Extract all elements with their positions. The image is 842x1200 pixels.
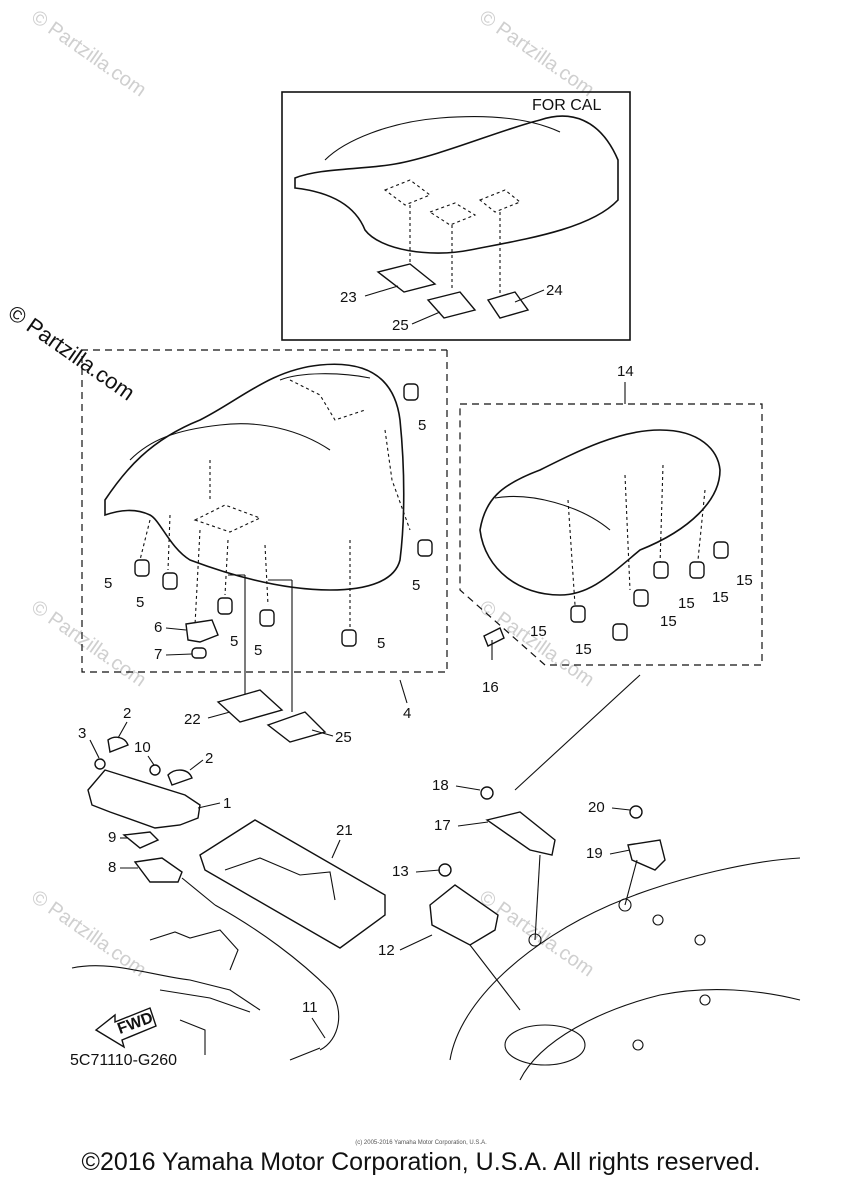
callout-21: 21 xyxy=(336,822,353,839)
callout-15: 15 xyxy=(575,641,592,658)
callout-5: 5 xyxy=(230,633,238,650)
diagram-code: 5C71110-G260 xyxy=(70,1052,177,1069)
callout-7: 7 xyxy=(154,646,162,663)
callout-8: 8 xyxy=(108,859,116,876)
fwd-arrow-icon xyxy=(94,1007,157,1049)
rider-seat-group: 5 5 5 5 5 5 5 6 7 22 25 4 xyxy=(81,349,448,746)
callout-13: 13 xyxy=(392,863,409,880)
callout-10: 10 xyxy=(134,739,151,756)
copyright-small: (c) 2005-2016 Yamaha Motor Corporation, … xyxy=(355,1140,487,1146)
callout-3: 3 xyxy=(78,725,86,742)
callout-5: 5 xyxy=(254,642,262,659)
callout-22: 22 xyxy=(184,711,201,728)
watermark: © Partzilla.com xyxy=(27,596,150,691)
callout-25: 25 xyxy=(335,729,352,746)
callout-5: 5 xyxy=(377,635,385,652)
callout-23: 23 xyxy=(340,289,357,306)
callout-15: 15 xyxy=(660,613,677,630)
watermark: © Partzilla.com xyxy=(475,6,598,101)
callout-15: 15 xyxy=(678,595,695,612)
fender-area: 18 17 20 19 13 12 xyxy=(378,674,801,1081)
callout-18: 18 xyxy=(432,777,449,794)
callout-17: 17 xyxy=(434,817,451,834)
callout-15: 15 xyxy=(712,589,729,606)
callout-2: 2 xyxy=(123,705,131,722)
callout-9: 9 xyxy=(108,829,116,846)
watermark: © Partzilla.com xyxy=(27,6,150,101)
callout-12: 12 xyxy=(378,942,395,959)
tool-kit: 21 xyxy=(199,819,386,949)
callout-20: 20 xyxy=(588,799,605,816)
callout-1: 1 xyxy=(223,795,231,812)
watermark: © Partzilla.com xyxy=(27,886,150,981)
callout-4: 4 xyxy=(403,705,411,722)
callout-15: 15 xyxy=(530,623,547,640)
callout-2: 2 xyxy=(205,750,213,767)
callout-16: 16 xyxy=(482,679,499,696)
callout-24: 24 xyxy=(546,282,563,299)
callout-19: 19 xyxy=(586,845,603,862)
callout-15: 15 xyxy=(736,572,753,589)
callout-5: 5 xyxy=(104,575,112,592)
callout-6: 6 xyxy=(154,619,162,636)
lock-assembly: 1 2 2 3 10 9 8 11 FWD 5C71110-G260 xyxy=(70,705,340,1069)
callout-14: 14 xyxy=(617,363,634,380)
inset-for-cal: FOR CAL 23 25 24 xyxy=(281,91,631,341)
inset-title: FOR CAL xyxy=(532,97,601,114)
callout-11: 11 xyxy=(302,999,318,1016)
callout-5: 5 xyxy=(136,594,144,611)
callout-25: 25 xyxy=(392,317,409,334)
callout-5: 5 xyxy=(418,417,426,434)
passenger-seat-group: 14 15 15 15 15 15 15 16 xyxy=(459,363,763,696)
callout-5: 5 xyxy=(412,577,420,594)
copyright-footer: ©2016 Yamaha Motor Corporation, U.S.A. A… xyxy=(81,1148,761,1176)
